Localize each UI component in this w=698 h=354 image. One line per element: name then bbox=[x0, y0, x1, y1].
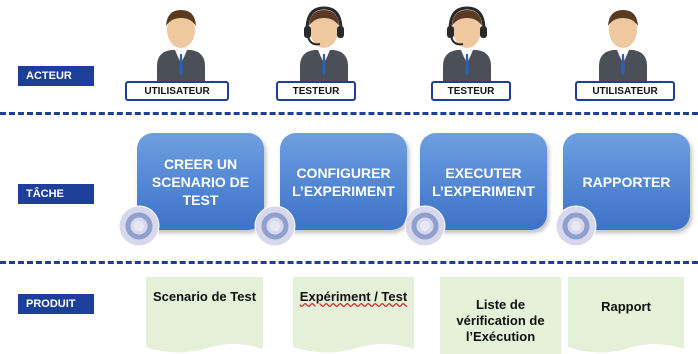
person-headset-icon bbox=[443, 6, 491, 82]
person-icon bbox=[157, 10, 205, 82]
document-shape bbox=[293, 277, 414, 353]
lane-label-product: PRODUIT bbox=[18, 294, 94, 314]
product-label: Scenario de Test bbox=[152, 289, 257, 304]
actor-role-badge: UTILISATEUR bbox=[125, 81, 229, 101]
task-box-configure: CONFIGURER L’EXPERIMENT bbox=[280, 133, 407, 230]
lane-label-task: TÂCHE bbox=[18, 184, 94, 204]
task-box-create-scenario: CREER UN SCENARIO DE TEST bbox=[137, 133, 264, 230]
lane-divider-bottom bbox=[0, 261, 698, 264]
cycle-icon bbox=[555, 205, 597, 247]
product-document: Scenario de Test bbox=[146, 277, 263, 354]
cycle-icon bbox=[118, 205, 160, 247]
actor-2: TESTEUR bbox=[268, 6, 378, 101]
actor-3: TESTEUR bbox=[411, 6, 521, 101]
document-shape bbox=[568, 277, 684, 353]
document-shape bbox=[440, 277, 561, 354]
product-document: Rapport bbox=[568, 277, 684, 354]
cycle-icon bbox=[404, 205, 446, 247]
cycle-icon bbox=[254, 205, 296, 247]
actor-4: UTILISATEUR bbox=[567, 6, 677, 101]
product-label: Expériment / Test bbox=[299, 289, 408, 304]
product-label: Rapport bbox=[601, 299, 651, 314]
lane-label-actor: ACTEUR bbox=[18, 66, 94, 86]
product-document: Expériment / Test bbox=[293, 277, 414, 354]
product-label: Liste de vérification de l’Exécution bbox=[456, 297, 545, 344]
person-headset-icon bbox=[300, 6, 348, 82]
person-icon bbox=[599, 10, 647, 82]
actor-role-badge: UTILISATEUR bbox=[575, 81, 675, 101]
product-document: Liste de vérification de l’Exécution bbox=[440, 277, 561, 354]
lane-divider-top bbox=[0, 112, 698, 115]
actor-role-badge: TESTEUR bbox=[431, 81, 511, 101]
actor-1: UTILISATEUR bbox=[125, 6, 235, 101]
document-shape bbox=[146, 277, 263, 353]
actor-role-badge: TESTEUR bbox=[276, 81, 356, 101]
